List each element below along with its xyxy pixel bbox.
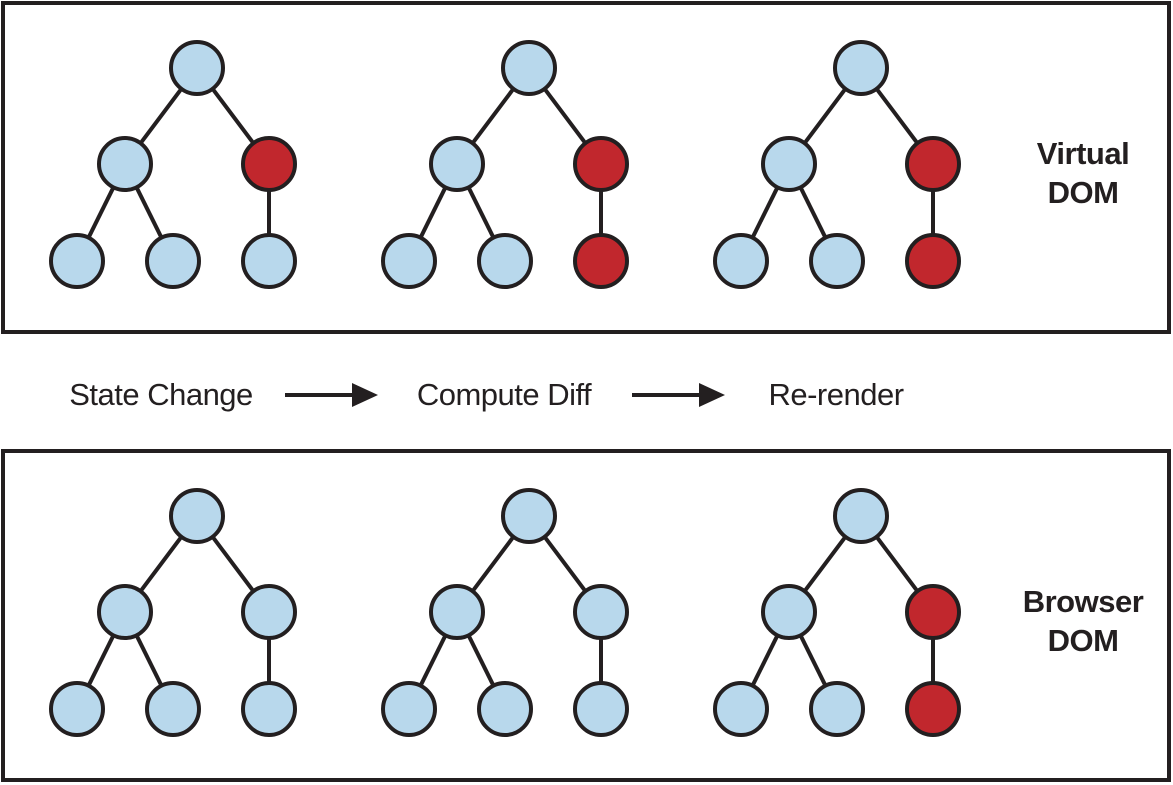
tree-node-left-leaf-1 (381, 681, 437, 737)
tree-node-left-leaf-2 (145, 681, 201, 737)
tree-edge (798, 186, 828, 239)
tree-node-left-child (761, 584, 817, 640)
virtual-dom-panel (1, 1, 1171, 334)
arrow-right-icon (632, 383, 725, 407)
changed-node-right-child (905, 136, 961, 192)
tree-node-left-leaf-2 (145, 233, 201, 289)
browser-dom-label-line2: DOM (1048, 623, 1119, 658)
changed-node-right-child (905, 584, 961, 640)
arrow-right-icon (285, 383, 378, 407)
tree-edge (418, 634, 448, 687)
tree (49, 488, 297, 737)
browser-dom-panel (1, 449, 1171, 782)
tree (381, 40, 629, 289)
changed-node-right-leaf (573, 233, 629, 289)
changed-node-right-leaf (905, 233, 961, 289)
tree-node-left-leaf-1 (49, 681, 105, 737)
tree-node-root (169, 40, 225, 96)
tree-node-left-leaf-1 (713, 681, 769, 737)
tree-edge (874, 535, 920, 593)
tree (49, 40, 297, 289)
tree-edge (750, 634, 780, 687)
step-label-compute-diff: Compute Diff (417, 377, 592, 412)
tree-node-right-child (573, 584, 629, 640)
tree-node-root (833, 40, 889, 96)
virtual-dom-label-line1: Virtual (1037, 136, 1129, 171)
tree-node-root (833, 488, 889, 544)
tree-node-left-leaf-1 (49, 233, 105, 289)
tree-node-root (501, 40, 557, 96)
tree-edge (802, 535, 848, 593)
tree-node-left-child (761, 136, 817, 192)
tree-edge (466, 186, 496, 239)
tree-edge (139, 535, 183, 593)
tree-node-left-leaf-1 (713, 233, 769, 289)
tree-edge (542, 535, 588, 593)
tree-node-right-leaf (241, 233, 297, 289)
tree-edge (86, 634, 116, 687)
virtual-dom-trees (49, 40, 961, 289)
tree-node-left-leaf-1 (381, 233, 437, 289)
tree-edge (211, 87, 255, 145)
step-label-state-change: State Change (69, 377, 253, 412)
tree-node-left-leaf-2 (477, 233, 533, 289)
tree-edge (211, 535, 255, 593)
tree (713, 488, 961, 737)
tree-edge (874, 87, 920, 145)
tree-node-right-leaf (573, 681, 629, 737)
tree-edge (802, 87, 848, 145)
tree-node-root (169, 488, 225, 544)
tree-node-left-child (97, 584, 153, 640)
tree-edge (798, 634, 828, 687)
tree-node-right-leaf (241, 681, 297, 737)
tree-edge (471, 535, 516, 593)
tree-node-left-leaf-2 (809, 681, 865, 737)
tree-node-root (501, 488, 557, 544)
tree (713, 40, 961, 289)
tree-node-left-child (429, 136, 485, 192)
tree-node-left-child (97, 136, 153, 192)
tree-node-right-child (241, 584, 297, 640)
browser-dom-label-line1: Browser (1023, 584, 1144, 619)
changed-node-right-leaf (905, 681, 961, 737)
tree-edge (471, 87, 516, 145)
tree-edge (542, 87, 588, 145)
tree-edge (139, 87, 183, 145)
tree-edge (750, 186, 780, 239)
tree-edge (86, 186, 116, 239)
changed-node-right-child (573, 136, 629, 192)
changed-node-right-child (241, 136, 297, 192)
virtual-dom-label-line2: DOM (1048, 175, 1119, 210)
browser-dom-trees (49, 488, 961, 737)
step-label-re-render: Re-render (768, 377, 903, 412)
tree-node-left-leaf-2 (809, 233, 865, 289)
tree-node-left-leaf-2 (477, 681, 533, 737)
tree-edge (418, 186, 448, 239)
tree-node-left-child (429, 584, 485, 640)
tree-edge (134, 186, 164, 239)
tree-edge (466, 634, 496, 687)
tree-edge (134, 634, 164, 687)
tree (381, 488, 629, 737)
